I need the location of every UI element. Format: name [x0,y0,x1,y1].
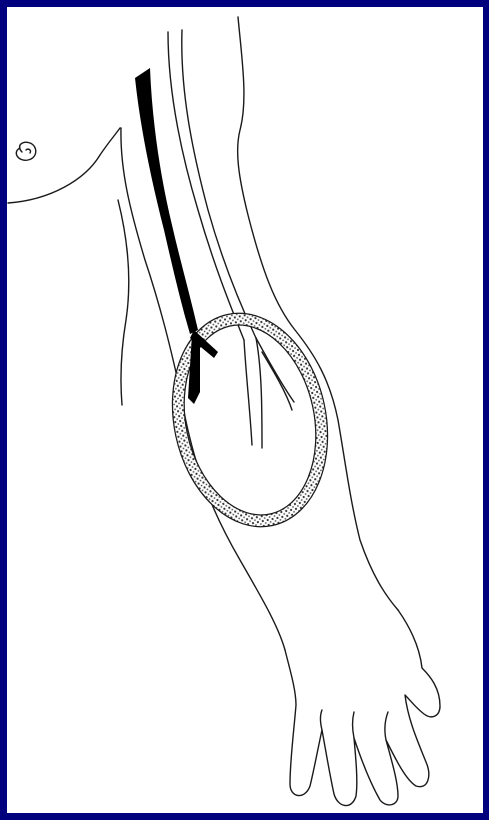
arm-illustration [7,7,483,813]
vein-branch-d [262,352,292,410]
nipple-icon [16,142,35,160]
arm-outline-left [121,128,285,650]
finger-crease-1 [321,710,323,730]
vein-branch-b [256,338,262,448]
vein-branch-a [244,340,252,445]
chest-outline [8,128,120,203]
hand-outline [285,610,440,806]
finger-crease-2 [353,712,355,738]
artery-main [135,68,198,334]
finger-crease-3 [385,712,388,740]
torso-side-outline [118,200,129,405]
figure-canvas [7,7,483,813]
vein-line-inner [182,30,256,338]
